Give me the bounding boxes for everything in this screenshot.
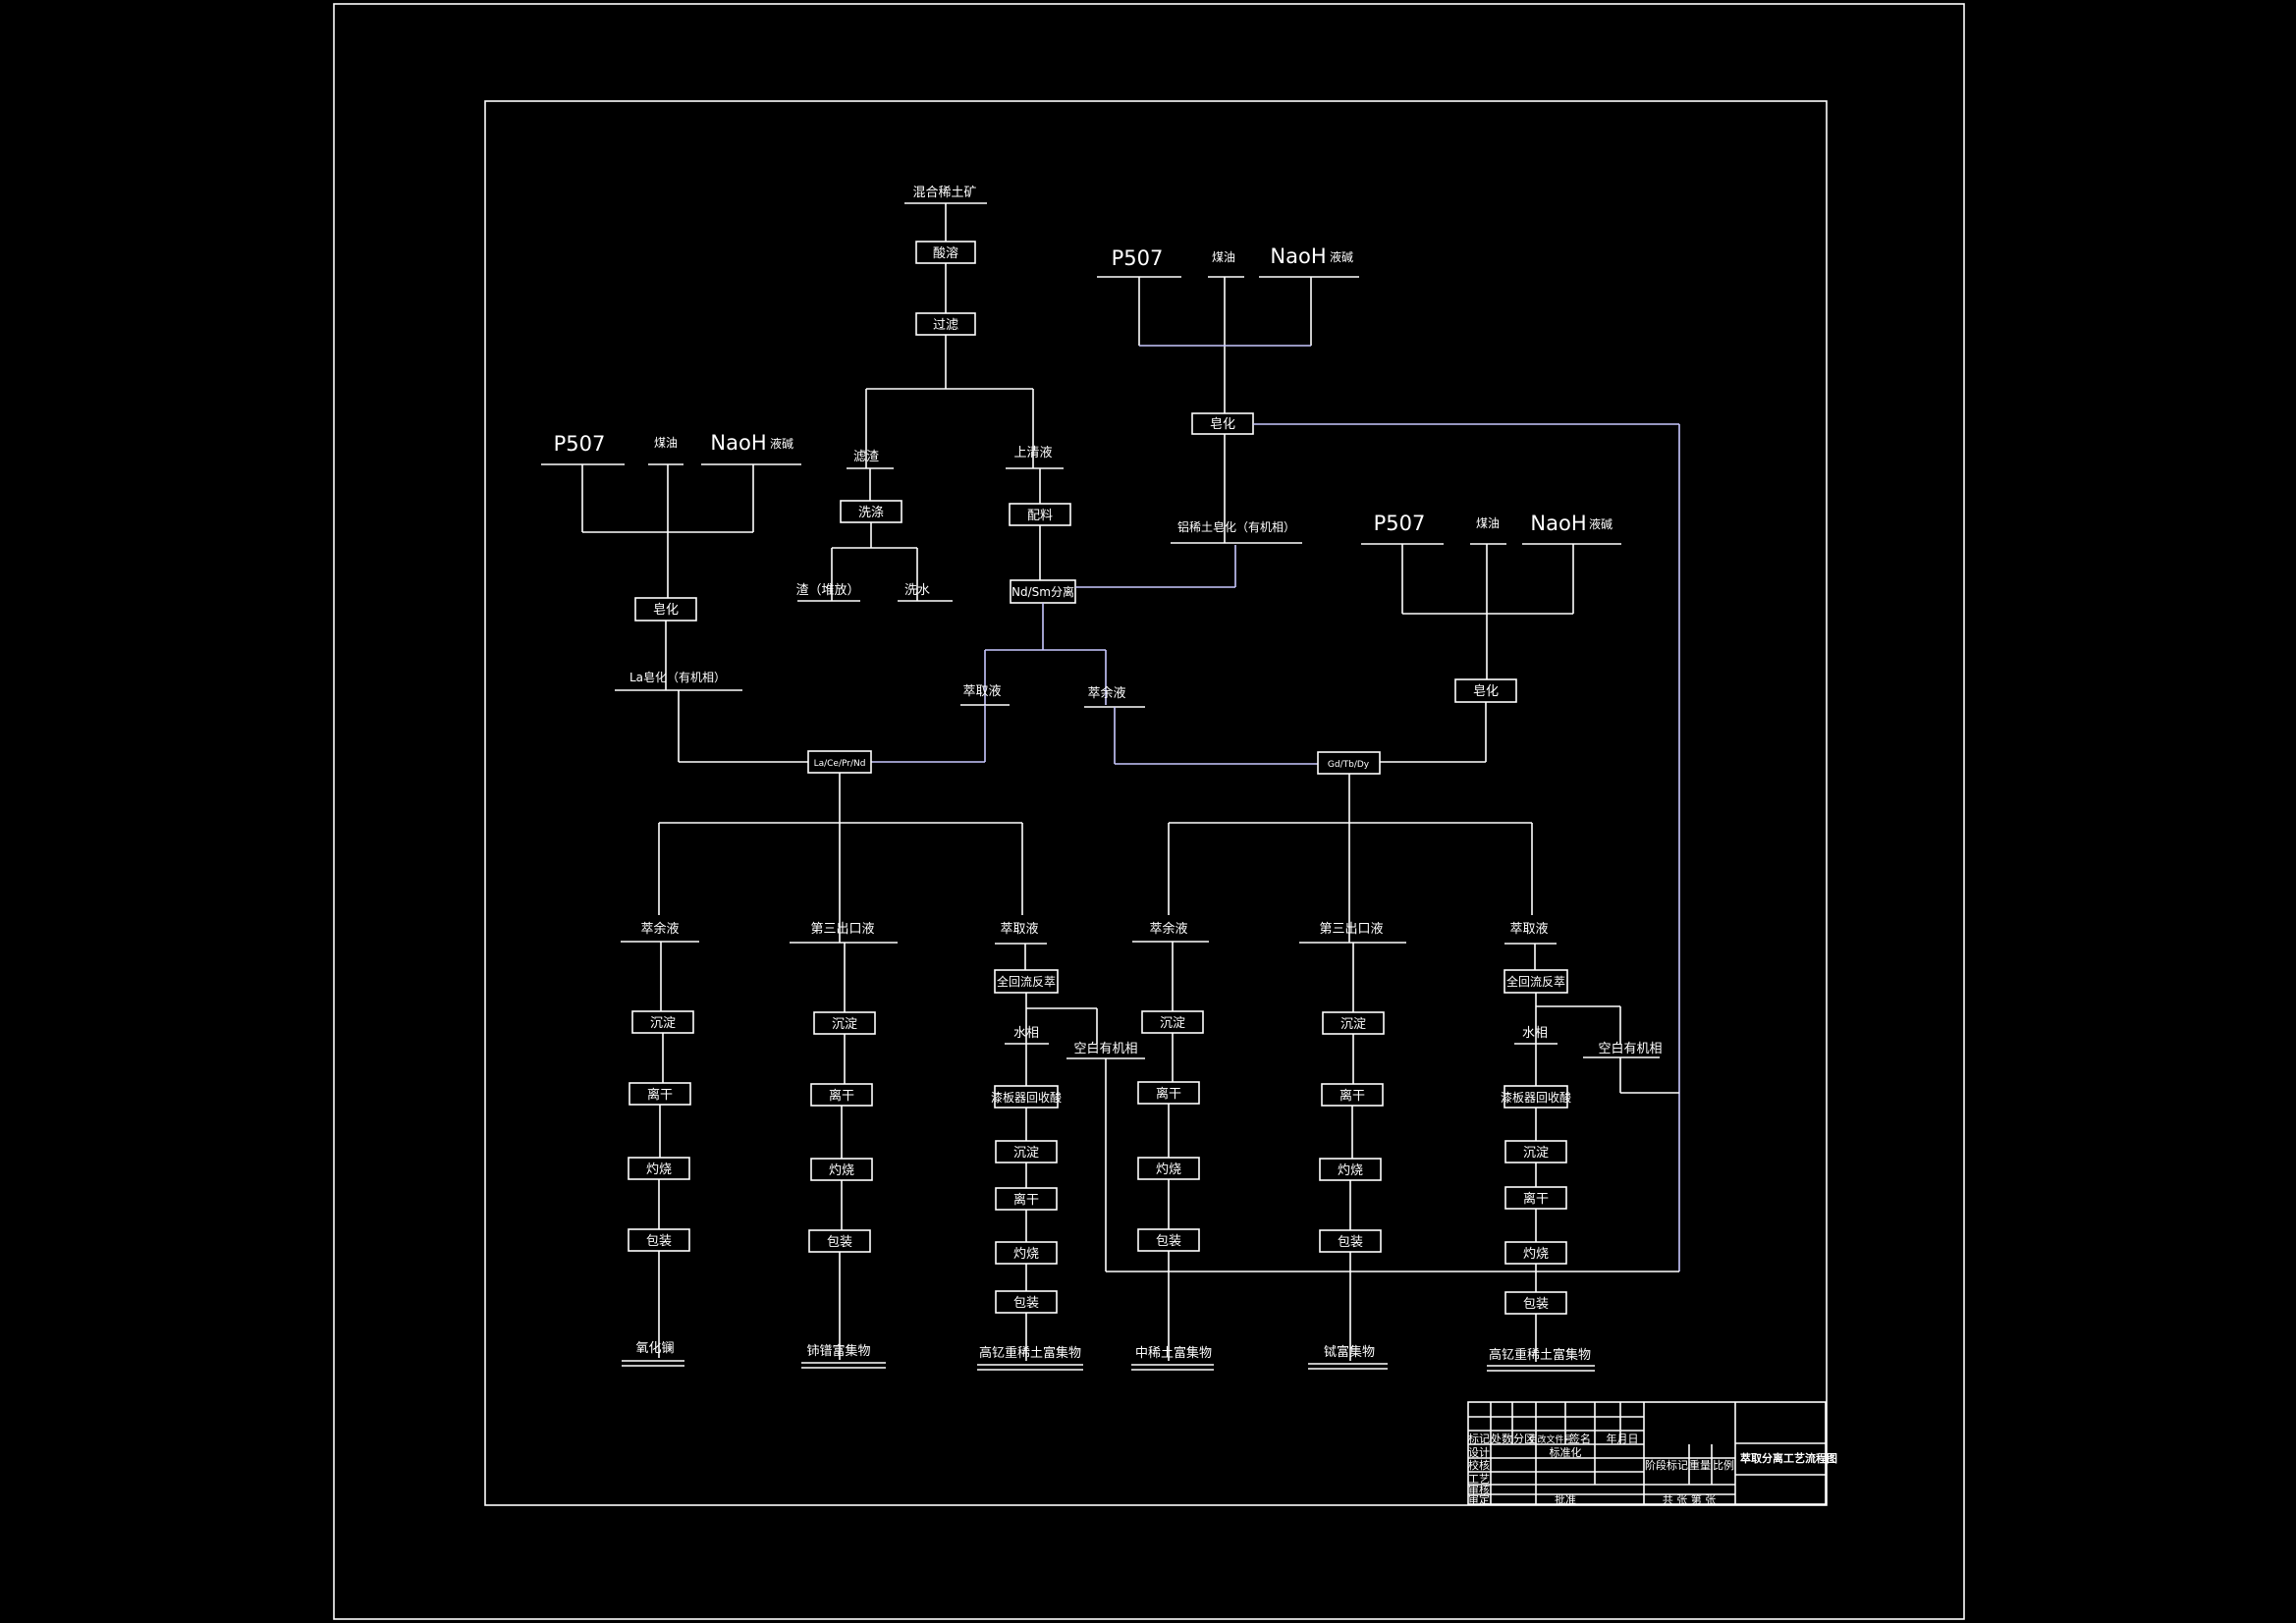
diagram-label: 签名 [1569, 1432, 1591, 1445]
diagram-label: 标记 [1468, 1432, 1490, 1445]
diagram-label: 灼烧 [1338, 1163, 1363, 1178]
diagram-label: 漆板器回收酸 [1501, 1090, 1571, 1105]
product-6: 高钇重稀土富集物 [1489, 1347, 1591, 1363]
diagram-label: 全回流反萃 [997, 974, 1056, 989]
diagram-label: 全回流反萃 [1506, 974, 1565, 989]
diagram-label: 萃余液 [1149, 921, 1187, 937]
product-5: 铽富集物 [1324, 1344, 1375, 1360]
diagram-label: NaoH [1530, 512, 1586, 535]
diagram-label: 洗水 [904, 583, 930, 598]
diagram-label: 液碱 [1330, 249, 1353, 264]
diagram-label: 灼烧 [646, 1163, 672, 1177]
diagram-label: 萃余液 [640, 921, 679, 937]
diagram-label: 滤渣 [853, 450, 879, 464]
diagram-label: 灼烧 [829, 1163, 854, 1178]
diagram-label: 灼烧 [1156, 1163, 1181, 1177]
product-4: 中稀土富集物 [1135, 1345, 1212, 1361]
diagram-label: 空白有机相 [1073, 1041, 1137, 1056]
diagram-label: 水相 [1522, 1026, 1548, 1041]
diagram-label: 包装 [1523, 1297, 1549, 1312]
diagram-label: 萃取液 [962, 684, 1001, 699]
diagram-label: 工艺 [1468, 1473, 1490, 1486]
diagram-label: 铝稀土皂化（有机相） [1177, 519, 1295, 534]
diagram-label: 漆板器回收酸 [991, 1090, 1062, 1105]
inner-frame [484, 100, 1828, 1506]
drawing-title: 萃取分离工艺流程图 [1740, 1451, 1837, 1465]
diagram-label: 年月日 [1607, 1432, 1639, 1445]
diagram-label: 配料 [1027, 509, 1053, 523]
diagram-label: 更改文件号 [1528, 1434, 1572, 1445]
diagram-label: NaoH [710, 431, 766, 455]
diagram-label: 第三出口液 [810, 922, 874, 937]
diagram-label: 比例 [1713, 1458, 1734, 1472]
diagram-label: 酸溶 [933, 246, 958, 261]
diagram-label: 上清液 [1013, 446, 1052, 460]
diagram-label: 离干 [1523, 1191, 1549, 1207]
diagram-label: 阶段标记 [1645, 1458, 1688, 1472]
diagram-label: 包装 [646, 1234, 672, 1249]
diagram-label: 灼烧 [1013, 1247, 1039, 1262]
diagram-label: 沉淀 [1013, 1146, 1039, 1161]
diagram-label: 校核 [1468, 1458, 1490, 1472]
ore-label: 混合稀土矿 [912, 186, 976, 200]
diagram-label: 离干 [1013, 1192, 1039, 1208]
diagram-label: 沉淀 [1523, 1146, 1549, 1161]
diagram-label: 灼烧 [1523, 1247, 1549, 1262]
diagram-label: 沉淀 [650, 1016, 676, 1031]
diagram-label: 煤油 [1476, 516, 1500, 530]
diagram-label: 包装 [1338, 1235, 1363, 1250]
diagram-label: 第三出口液 [1319, 922, 1383, 937]
diagram-label: 煤油 [1212, 250, 1235, 264]
diagram-label: 离干 [647, 1087, 673, 1103]
diagram-label: Nd/Sm分离 [1011, 584, 1074, 599]
diagram-label: 标准化 [1550, 1445, 1582, 1459]
process-box [1467, 1401, 1827, 1505]
diagram-label: 液碱 [770, 436, 793, 451]
diagram-label: 皂化 [653, 603, 679, 618]
diagram-label: 包装 [1156, 1234, 1181, 1249]
diagram-label: 液碱 [1589, 516, 1613, 531]
diagram-label: P507 [1112, 246, 1164, 270]
diagram-label: 设计 [1468, 1446, 1490, 1459]
diagram-label: 皂化 [1473, 684, 1499, 699]
diagram-label: 渣（堆放） [795, 583, 859, 598]
diagram-label: 共 张 第 张 [1663, 1492, 1717, 1506]
diagram-label: 离干 [1156, 1086, 1181, 1102]
diagram-label: 分区 [1513, 1433, 1535, 1445]
diagram-label: 审核 [1468, 1483, 1490, 1496]
outer-frame [333, 3, 1965, 1620]
diagram-label: 煤油 [654, 436, 678, 450]
diagram-label: 过滤 [933, 318, 958, 333]
diagram-label: 离干 [1339, 1088, 1365, 1104]
diagram-label: 水相 [1013, 1026, 1039, 1041]
diagram-label: NaoH [1270, 244, 1326, 268]
diagram-label: Gd/Tb/Dy [1328, 760, 1370, 770]
diagram-label: 萃取液 [1509, 922, 1548, 937]
diagram-label: 处数 [1491, 1433, 1512, 1445]
diagram-label: 批准 [1555, 1492, 1576, 1506]
diagram-label: 包装 [1013, 1296, 1039, 1311]
diagram-label: 沉淀 [1160, 1016, 1185, 1031]
diagram-label: 空白有机相 [1598, 1041, 1662, 1056]
diagram-label: 重量 [1689, 1458, 1711, 1472]
diagram-label: 包装 [827, 1235, 852, 1250]
product-1: 氧化镧 [635, 1341, 674, 1356]
diagram-label: 萃余液 [1087, 685, 1125, 701]
diagram-label: 萃取液 [1000, 922, 1038, 937]
diagram-label: 沉淀 [1340, 1017, 1366, 1032]
title-block: 标记 处数 分区 更改文件号 签名 年月日 设计 标准化 阶段标记 重量 比例 … [1467, 1401, 1837, 1506]
diagram-label: P507 [1374, 512, 1426, 535]
product-3: 高钇重稀土富集物 [979, 1345, 1081, 1361]
diagram-label: 审定 [1468, 1492, 1490, 1506]
diagram-label: 洗涤 [858, 506, 884, 520]
diagram-label: La皂化（有机相） [629, 671, 726, 684]
diagram-label: 沉淀 [832, 1017, 857, 1032]
product-2: 铈镨富集物 [806, 1343, 870, 1359]
diagram-label: P507 [554, 432, 606, 456]
diagram-label: La/Ce/Pr/Nd [814, 759, 866, 769]
diagram-label: 离干 [829, 1088, 854, 1104]
diagram-label: 皂化 [1210, 417, 1235, 432]
